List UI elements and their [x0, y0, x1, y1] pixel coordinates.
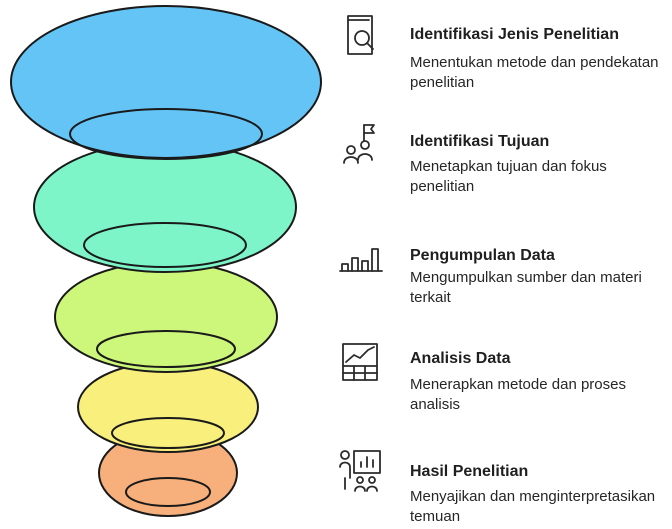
funnel-tier-3 [54, 261, 278, 373]
step-1-title: Identifikasi Jenis Penelitian [410, 26, 619, 43]
bar-chart-icon [339, 248, 383, 272]
funnel-tier-4-inner [111, 417, 225, 449]
step-5-title: Hasil Penelitian [410, 463, 529, 480]
step-4-title: Analisis Data [410, 350, 511, 367]
step-2-description: Menetapkan tujuan dan fokus penelitian [410, 158, 607, 195]
people-flag-icon [343, 124, 375, 164]
step-2-title: Identifikasi Tujuan [410, 133, 550, 150]
step-1-description: Menentukan metode dan pendekatan penelit… [410, 54, 659, 91]
chart-table-icon [342, 343, 378, 381]
step-4-description: Menerapkan metode dan proses analisis [410, 376, 626, 413]
funnel-tier-3-inner [96, 330, 236, 368]
step-5-description: Menyajikan dan menginterpretasikan temua… [410, 488, 656, 525]
funnel-tier-4 [77, 361, 259, 453]
funnel-tier-1-inner [69, 108, 263, 160]
funnel-tier-1 [10, 5, 322, 159]
step-3-title: Pengumpulan Data [410, 247, 555, 264]
presentation-audience-icon [339, 450, 381, 492]
funnel-tier-2 [33, 141, 297, 273]
funnel-tier-2-inner [83, 222, 247, 268]
funnel-diagram [10, 5, 322, 517]
funnel-tier-5-inner [125, 477, 211, 507]
book-search-icon [347, 15, 374, 55]
step-3-description: Mengumpulkan sumber dan materi terkait [410, 269, 642, 306]
